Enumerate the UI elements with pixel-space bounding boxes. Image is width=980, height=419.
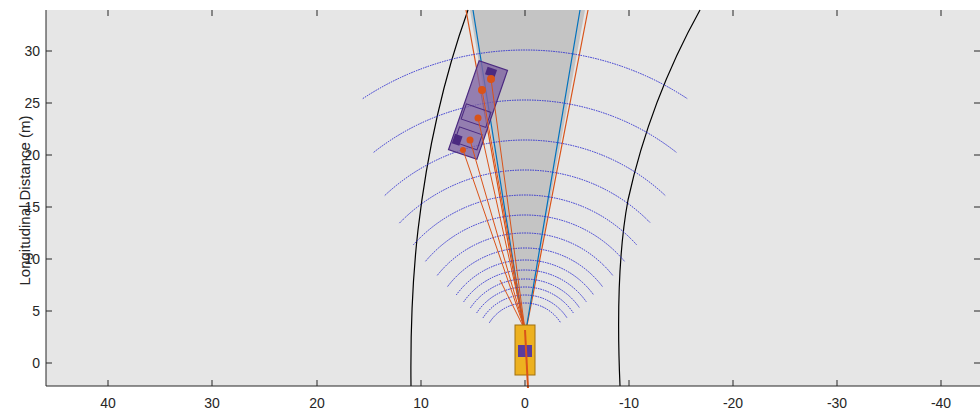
tick-mark bbox=[421, 380, 422, 386]
detection-points bbox=[460, 75, 495, 153]
tick-mark bbox=[974, 259, 980, 260]
camera-fov-edge bbox=[466, 10, 588, 336]
tick-mark bbox=[974, 103, 980, 104]
target-vehicle bbox=[449, 61, 508, 160]
tick-mark bbox=[108, 380, 109, 386]
detection-rays bbox=[463, 79, 525, 330]
tick-mark bbox=[733, 380, 734, 386]
tick-mark bbox=[837, 10, 838, 16]
tick-mark bbox=[46, 259, 52, 260]
y-tick-label: 15 bbox=[24, 200, 40, 214]
tick-mark bbox=[46, 311, 52, 312]
tick-mark bbox=[974, 311, 980, 312]
plot-area bbox=[46, 10, 980, 386]
tick-mark bbox=[46, 207, 52, 208]
y-tick-label: 10 bbox=[24, 252, 40, 266]
x-tick-label: -40 bbox=[931, 396, 951, 410]
lane-arc bbox=[471, 279, 580, 308]
y-tick-label: 5 bbox=[32, 304, 40, 318]
y-tick-label: 25 bbox=[24, 96, 40, 110]
tick-mark bbox=[212, 10, 213, 16]
lane-detections bbox=[363, 50, 687, 323]
tick-mark bbox=[974, 363, 980, 364]
lane-arc bbox=[477, 287, 574, 313]
x-tick-label: 30 bbox=[204, 396, 220, 410]
sensor-coverage bbox=[470, 10, 585, 336]
tick-mark bbox=[421, 10, 422, 16]
axis-ticks bbox=[46, 10, 980, 386]
tick-mark bbox=[974, 51, 980, 52]
x-tick-label: 20 bbox=[309, 396, 325, 410]
lane-arc bbox=[399, 170, 650, 223]
lane-arc bbox=[374, 100, 677, 152]
lane-arc bbox=[437, 233, 612, 275]
y-tick-label: 20 bbox=[24, 148, 40, 162]
tick-mark bbox=[629, 10, 630, 16]
tick-mark bbox=[974, 155, 980, 156]
lane-arc bbox=[413, 195, 636, 245]
tick-mark bbox=[212, 380, 213, 386]
x-tick-label: -10 bbox=[619, 396, 639, 410]
tick-mark bbox=[46, 155, 52, 156]
tick-mark bbox=[317, 10, 318, 16]
tick-mark bbox=[46, 363, 52, 364]
lane-arc bbox=[489, 303, 560, 323]
y-tick-label: 30 bbox=[24, 44, 40, 58]
lane-arc bbox=[483, 295, 567, 318]
tick-mark bbox=[46, 103, 52, 104]
tick-mark bbox=[629, 380, 630, 386]
tick-mark bbox=[525, 380, 526, 386]
tick-mark bbox=[837, 380, 838, 386]
x-tick-label: 10 bbox=[413, 396, 429, 410]
radar-fov-edge bbox=[473, 10, 580, 336]
lane-arc bbox=[363, 50, 687, 99]
road-left-edge bbox=[411, 10, 468, 386]
lane-arc bbox=[385, 140, 665, 195]
tick-mark bbox=[108, 10, 109, 16]
x-tick-label: 0 bbox=[521, 396, 529, 410]
x-tick-label: 40 bbox=[100, 396, 116, 410]
axes bbox=[46, 10, 980, 386]
lane-arc bbox=[448, 248, 603, 286]
x-tick-label: -30 bbox=[827, 396, 847, 410]
lane-arc bbox=[426, 215, 625, 261]
tick-mark bbox=[941, 380, 942, 386]
x-tick-label: -20 bbox=[723, 396, 743, 410]
tick-mark bbox=[317, 380, 318, 386]
ego-vehicle bbox=[515, 325, 535, 388]
tick-mark bbox=[46, 51, 52, 52]
tick-mark bbox=[733, 10, 734, 16]
road-right-edge bbox=[619, 10, 700, 386]
lane-arc bbox=[464, 270, 587, 302]
y-tick-label: 0 bbox=[32, 356, 40, 370]
tick-mark bbox=[525, 10, 526, 16]
tick-mark bbox=[974, 207, 980, 208]
tick-mark bbox=[941, 10, 942, 16]
lane-arc bbox=[456, 260, 593, 295]
